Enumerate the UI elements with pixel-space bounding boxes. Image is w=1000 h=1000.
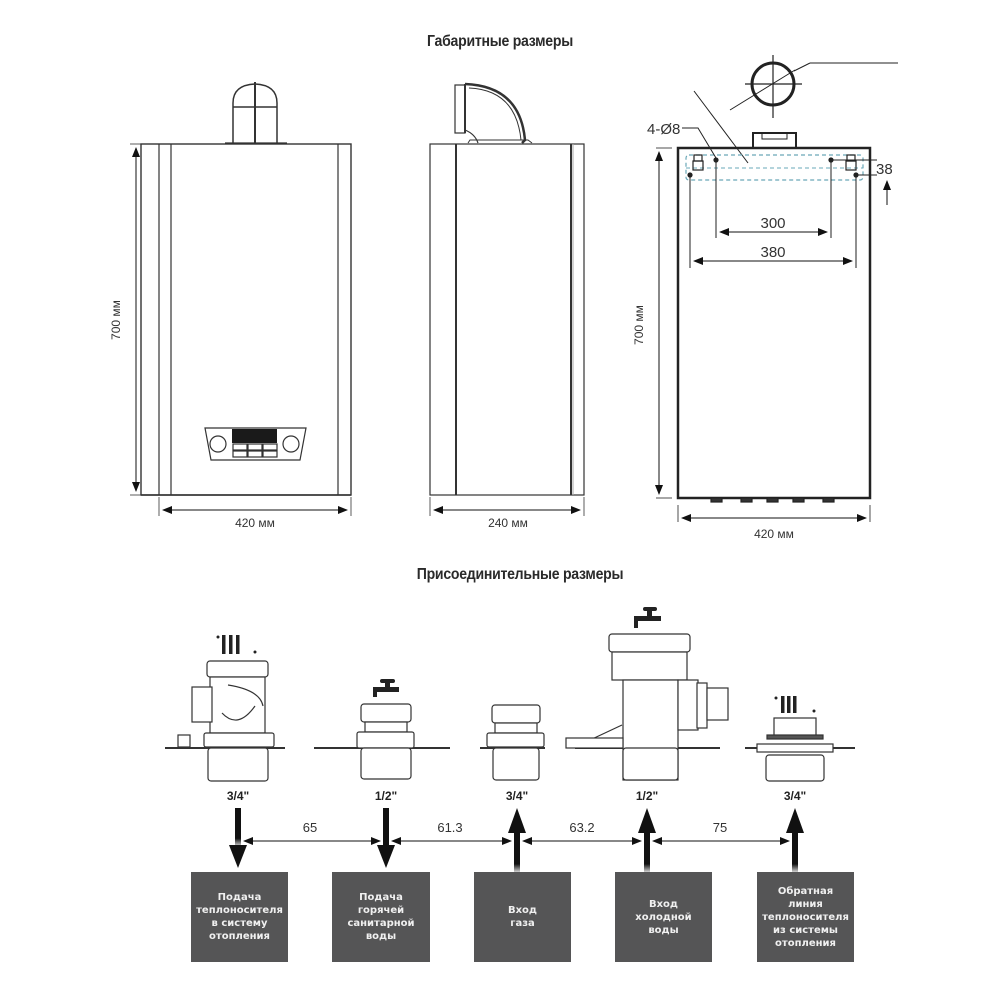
mounting-holes-label: 4-Ø8 [647, 121, 680, 138]
fitting-heating-supply [177, 635, 275, 782]
arrow-up-icon [638, 808, 656, 872]
connection-size-4: 1/2" [636, 789, 658, 803]
label-heating-return: Обратная линия теплоносителя из системы … [757, 872, 854, 962]
top-offset-label: 38 [876, 161, 893, 178]
front-view [130, 82, 352, 516]
faucet-icon [373, 679, 399, 697]
arrow-down-icon [377, 808, 395, 868]
arrow-up-icon [508, 808, 526, 872]
outer-spacing-label: 380 [760, 244, 785, 261]
back-view [655, 55, 898, 522]
label-hot-water-supply: Подача горячей санитарной воды [332, 872, 430, 962]
radiator-icon [774, 696, 816, 713]
fitting-gas [486, 704, 545, 781]
label-heating-supply: Подача теплоносителя в систему отопления [191, 872, 288, 962]
back-height-label: 700 мм [632, 305, 646, 345]
label-cold-water-inlet: Вход холодной воды [615, 872, 712, 962]
connection-size-5: 3/4" [784, 789, 806, 803]
flow-arrows [229, 808, 804, 872]
label-gas-inlet: Вход газа [474, 872, 571, 962]
front-width-label: 420 мм [235, 516, 275, 530]
fitting-hot-water [356, 679, 415, 780]
spacing-2: 61.3 [437, 820, 462, 835]
spacing-3: 63.2 [569, 820, 594, 835]
connection-dimensions-title: Присоединительные размеры [416, 566, 624, 583]
fitting-heating-return [756, 696, 834, 782]
arrow-down-icon [229, 808, 247, 868]
faucet-icon [634, 607, 661, 628]
arrow-up-icon [786, 808, 804, 872]
spacing-4: 75 [713, 820, 727, 835]
fitting-cold-water [565, 607, 729, 781]
connection-size-1: 3/4" [227, 789, 249, 803]
side-view [429, 82, 585, 516]
back-width-label: 420 мм [754, 527, 794, 541]
spacing-1: 65 [303, 820, 317, 835]
radiator-icon [216, 635, 257, 654]
side-depth-label: 240 мм [488, 516, 528, 530]
front-height-label: 700 мм [109, 300, 123, 340]
connection-size-2: 1/2" [375, 789, 397, 803]
connection-size-3: 3/4" [506, 789, 528, 803]
overall-dimensions-title: Габаритные размеры [427, 33, 573, 50]
inner-spacing-label: 300 [760, 215, 785, 232]
